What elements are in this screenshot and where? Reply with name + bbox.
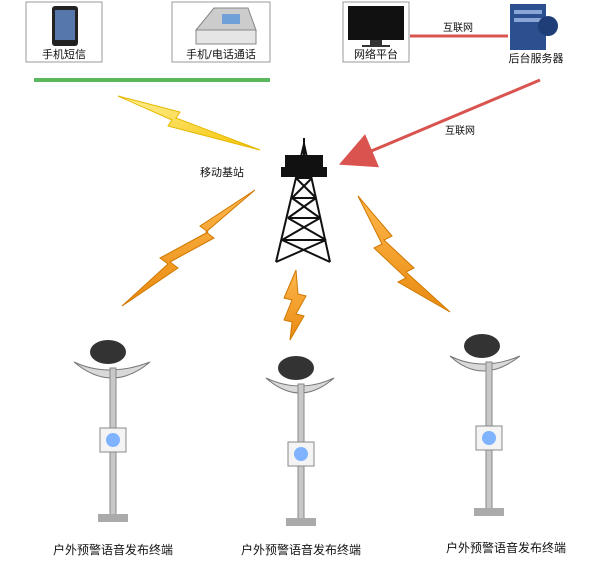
speaker-icon <box>449 334 521 372</box>
internet-arrow <box>338 78 541 168</box>
phone-sms-label: 手机短信 <box>42 47 86 61</box>
tower-icon <box>275 138 331 263</box>
phone-sms-node: 手机短信 <box>25 1 103 63</box>
lightning-icon <box>117 95 261 151</box>
lightning-icon <box>283 269 307 341</box>
monitor-icon <box>348 6 404 47</box>
mobile-base-station-label: 移动基站 <box>200 165 244 179</box>
terminal-left: 户外预警语音发布终端 <box>53 340 173 557</box>
server-icon <box>510 4 558 50</box>
terminal-label: 户外预警语音发布终端 <box>241 542 361 557</box>
internet-arrow-label: 互联网 <box>445 125 475 137</box>
green-divider <box>34 78 270 82</box>
lightning-icon <box>357 195 451 313</box>
lightning-icon <box>121 189 256 307</box>
terminal-right: 户外预警语音发布终端 <box>446 334 566 555</box>
terminal-label: 户外预警语音发布终端 <box>446 540 566 555</box>
backend-server-label: 后台服务器 <box>509 51 564 65</box>
phone-landline-label: 手机/电话通话 <box>186 47 256 61</box>
speaker-icon <box>265 356 335 394</box>
phone-landline-node: 手机/电话通话 <box>171 1 271 63</box>
smartphone-icon <box>52 6 78 46</box>
terminal-label: 户外预警语音发布终端 <box>53 542 173 557</box>
backend-server-node: 后台服务器 <box>509 4 564 65</box>
fax-phone-icon <box>194 7 257 45</box>
internet-top-label: 互联网 <box>443 22 473 34</box>
web-platform-label: 网络平台 <box>354 47 398 61</box>
terminal-middle: 户外预警语音发布终端 <box>241 356 361 557</box>
web-platform-node: 网络平台 <box>342 1 410 63</box>
